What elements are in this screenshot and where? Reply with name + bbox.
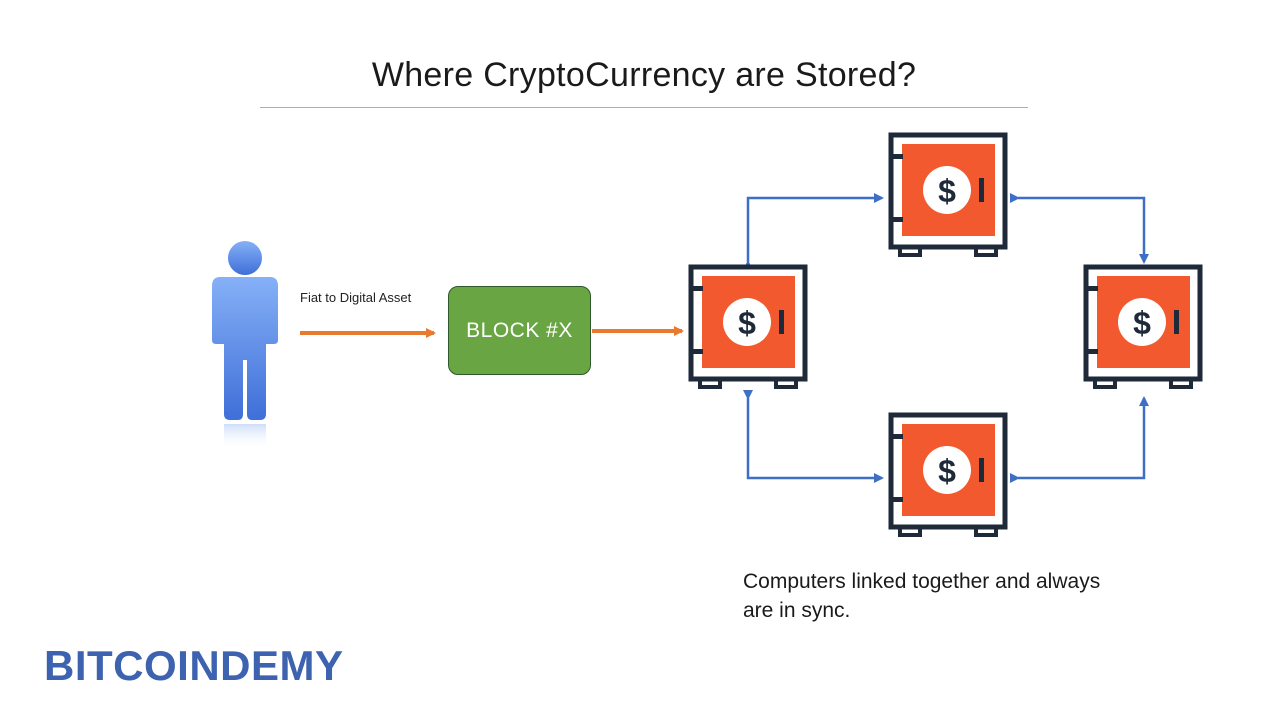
fiat-to-digital-label: Fiat to Digital Asset (300, 290, 412, 305)
safe-icon (891, 415, 1005, 535)
safe-icon (1086, 267, 1200, 387)
title-divider (260, 107, 1028, 108)
link-bottom-right-arrow (1010, 396, 1149, 483)
link-left-bottom-arrow (743, 390, 884, 483)
safe-icon (691, 267, 805, 387)
caption-line-2: are in sync. (743, 599, 851, 622)
block-node: BLOCK #X (448, 286, 591, 375)
link-left-top-arrow (743, 193, 884, 270)
caption-line-1: Computers linked together and always (743, 570, 1101, 593)
diagram-caption: Computers linked together and always are… (743, 567, 1173, 625)
slide-title: Where CryptoCurrency are Stored? (371, 56, 917, 94)
safe-icon (891, 135, 1005, 255)
brand-logo: BITCOINDEMY (44, 642, 344, 689)
link-top-right-arrow (1010, 193, 1149, 264)
block-label: BLOCK #X (466, 318, 573, 342)
person-icon (212, 241, 278, 450)
